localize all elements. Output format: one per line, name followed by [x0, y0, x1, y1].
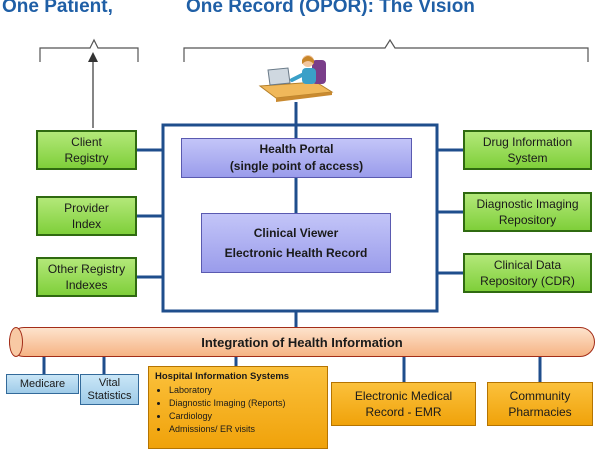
client-registry-line1: Client	[71, 135, 102, 149]
title-right: One Record (OPOR): The Vision	[186, 0, 475, 17]
client-registry-line2: Registry	[64, 151, 109, 165]
clinical-viewer-line2: Electronic Health Record	[224, 246, 368, 260]
right-brace	[183, 38, 589, 62]
clinical-viewer-line1: Clinical Viewer	[253, 226, 339, 240]
his-title: Hospital Information Systems	[155, 371, 290, 382]
drug-information-line2: System	[507, 151, 548, 165]
other-registry-box: Other Registry Indexes	[36, 257, 137, 297]
other-registry-line2: Indexes	[65, 278, 108, 292]
provider-index-line1: Provider	[64, 201, 109, 215]
integration-pipe: Integration of Health Information	[9, 327, 595, 357]
title-left: One Patient,	[2, 0, 113, 17]
diagnostic-imaging-line2: Repository	[498, 213, 557, 227]
his-item-cardiology: Cardiology	[169, 410, 321, 423]
provider-index-line2: Index	[71, 217, 102, 231]
clinical-data-box: Clinical Data Repository (CDR)	[463, 253, 592, 293]
person-at-computer-icon	[258, 55, 334, 102]
his-item-admissions: Admissions/ ER visits	[169, 423, 321, 436]
health-portal-line2: (single point of access)	[229, 159, 364, 173]
integration-label: Integration of Health Information	[201, 334, 403, 350]
drug-information-box: Drug Information System	[463, 130, 592, 170]
health-portal-box: Health Portal (single point of access)	[181, 138, 412, 178]
central-frame	[161, 123, 439, 313]
pharmacies-line2: Pharmacies	[508, 405, 572, 419]
his-item-laboratory: Laboratory	[169, 384, 321, 397]
health-portal-line1: Health Portal	[259, 142, 334, 156]
client-registry-box: Client Registry	[36, 130, 137, 170]
pharmacies-line1: Community	[509, 389, 571, 403]
clinical-viewer-box: Clinical Viewer Electronic Health Record	[201, 213, 391, 273]
left-brace-arrowhead	[88, 52, 98, 62]
diagnostic-imaging-box: Diagnostic Imaging Repository	[463, 192, 592, 232]
diagnostic-imaging-line1: Diagnostic Imaging	[476, 197, 579, 211]
left-brace	[39, 38, 139, 62]
vital-statistics-line2: Statistics	[87, 389, 132, 402]
drug-information-line1: Drug Information	[482, 135, 573, 149]
clinical-data-line2: Repository (CDR)	[480, 274, 575, 288]
his-list: Laboratory Diagnostic Imaging (Reports) …	[155, 384, 321, 436]
emr-line2: Record - EMR	[365, 405, 442, 419]
clinical-data-line1: Clinical Data	[493, 258, 562, 272]
hospital-information-systems-box: Hospital Information Systems Laboratory …	[148, 366, 328, 449]
pipe-cap	[9, 327, 23, 357]
medicare-box: Medicare	[6, 374, 79, 394]
community-pharmacies-box: Community Pharmacies	[487, 382, 593, 426]
vital-statistics-line1: Vital	[98, 376, 121, 389]
provider-index-box: Provider Index	[36, 196, 137, 236]
medicare-label: Medicare	[19, 378, 66, 390]
other-registry-line1: Other Registry	[47, 262, 126, 276]
vital-statistics-box: Vital Statistics	[80, 374, 139, 405]
emr-box: Electronic Medical Record - EMR	[331, 382, 476, 426]
his-item-diagnostic-imaging: Diagnostic Imaging (Reports)	[169, 397, 321, 410]
emr-line1: Electronic Medical	[354, 389, 453, 403]
